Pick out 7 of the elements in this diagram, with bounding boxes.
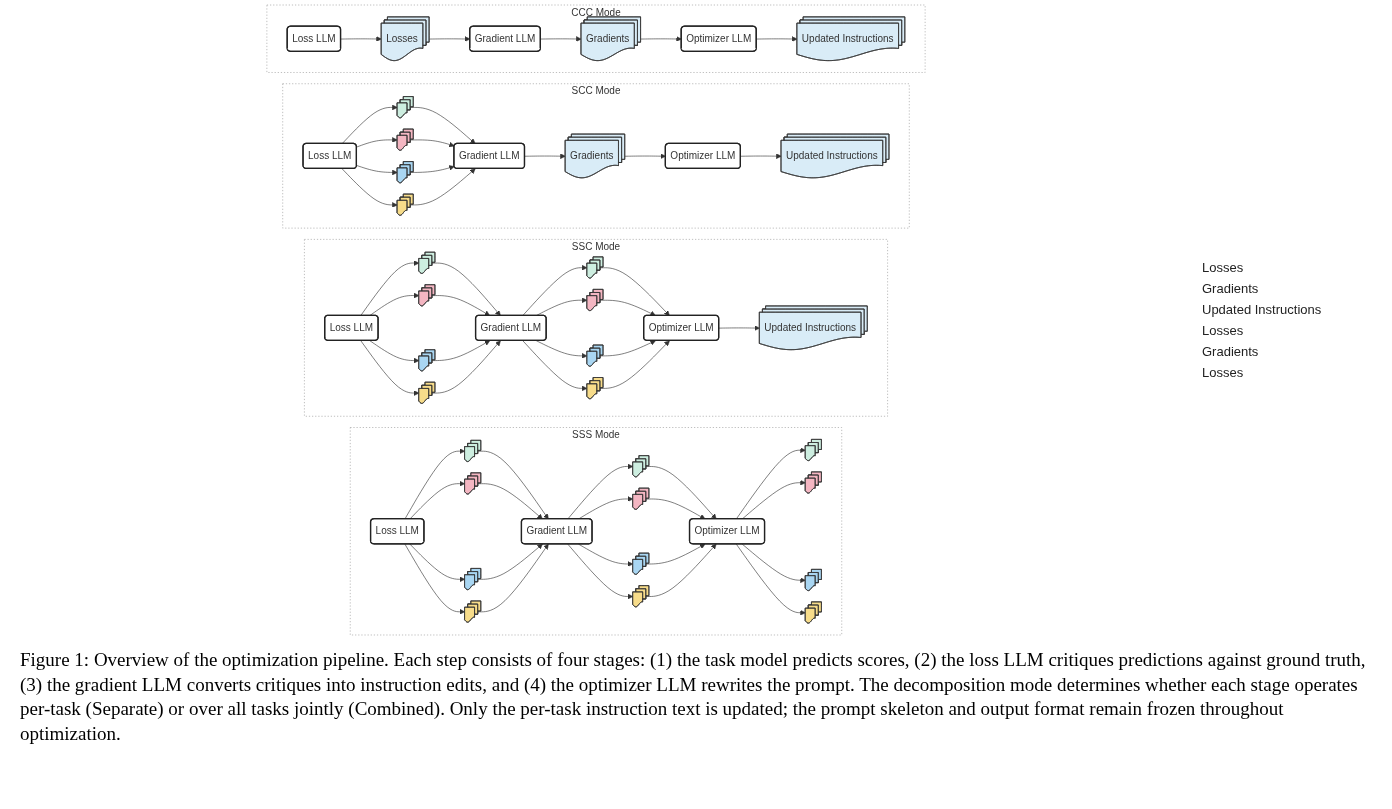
stage-label: Gradients: [1202, 344, 1260, 359]
stage-label: Updated Instructions: [1202, 302, 1323, 317]
stage-label: Losses: [1202, 365, 1245, 380]
stage-label: Gradients: [1202, 281, 1260, 296]
stage-label: Losses: [1202, 260, 1245, 275]
stage-label: Losses: [1202, 323, 1245, 338]
figure-caption: Figure 1: Overview of the optimization pipeline. Each step consists of four stages: (1) the task model predicts scores, (2) the loss LLM critiques predictions against ground truth, (3) the gradient LLM converts critiques into instruction edits, and (4) the optimizer LLM rewrites the prompt. The decomposition mode determines whether each stage operates per-task (Separate) or over all tasks jointly (Combined). Only the per-task instruction text is updated; the prompt skeleton and output format remain frozen throughout optimization.: [19, 648, 1367, 747]
